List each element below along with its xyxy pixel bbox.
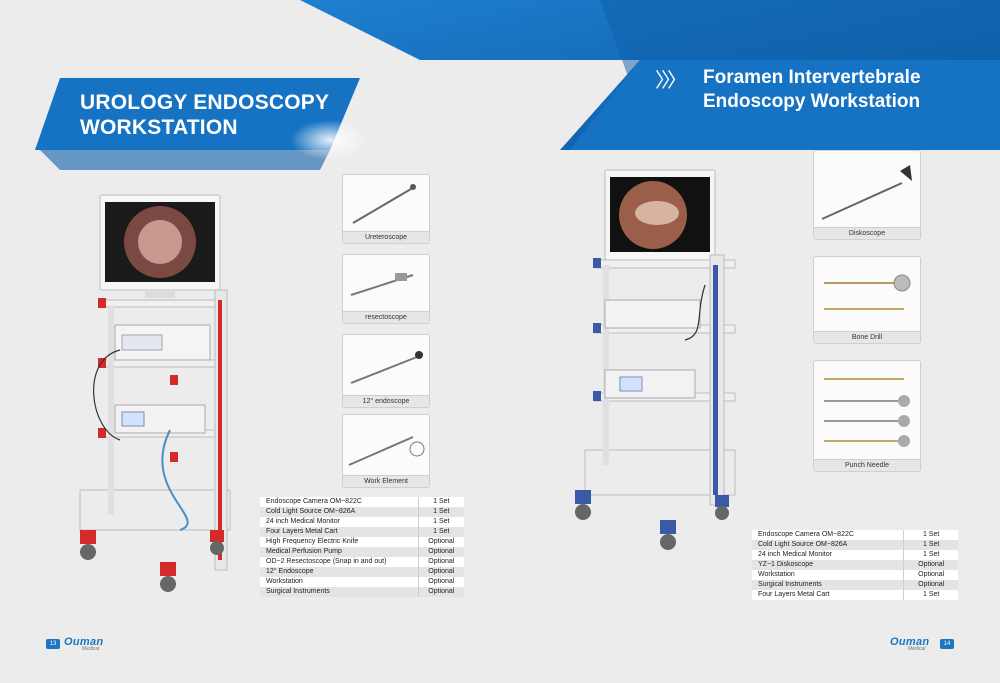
spec-item: Cold Light Source OM−826A [752,540,904,550]
spec-item: 24 inch Medical Monitor [260,517,419,527]
urology-cart-image [79,194,231,592]
thumb-work-element: Work Element [342,414,430,488]
thumb-label: Work Element [343,475,429,487]
thumb-12-endoscope: 12° endoscope [342,334,430,408]
left-title-line1: UROLOGY ENDOSCOPY [80,91,330,114]
spec-qty: 1 Set [903,540,958,550]
spec-qty: Optional [903,570,958,580]
spec-qty: Optional [417,567,464,577]
brand-name: Ouman [64,636,104,648]
right-title-line2: Endoscopy Workstation [703,91,921,112]
thumb-label: resectoscope [343,311,429,323]
spec-item: Cold Light Source OM−826A [260,507,419,517]
spec-item: High Frequency Electric Knife [260,537,419,547]
thumb-label: Ureteroscope [343,231,429,243]
thumb-label: 12° endoscope [343,395,429,407]
spec-qty: Optional [417,557,464,567]
spec-item: Medical Perfusion Pump [260,547,419,557]
spec-item: Surgical Instruments [260,587,419,597]
spec-qty: 1 Set [417,497,464,507]
right-brand-logo: Ouman Medical [890,636,929,652]
spec-row: OD−2 Resectoscope (Snap in and out)Optio… [260,557,464,567]
thumb-diskoscope: Diskoscope [813,150,921,240]
spec-qty: Optional [417,547,464,557]
left-page-number: 13 [46,639,60,649]
thumb-punch-needle: Punch Needle [813,360,921,472]
brand-sub: Medical [82,646,100,652]
spec-qty: 1 Set [903,590,958,600]
spec-item: Four Layers Metal Cart [752,590,904,600]
chevron-icon: 〉〉〉 [655,70,687,92]
thumb-ureteroscope: Ureteroscope [342,174,430,244]
left-brand-logo: Ouman Medical [64,636,103,652]
brand-name: Ouman [890,636,930,648]
spec-qty: Optional [903,580,958,590]
thumb-bone-drill: Bone Drill [813,256,921,344]
spec-item: 24 inch Medical Monitor [752,550,904,560]
spine-cart-image [575,169,736,550]
spec-qty: Optional [417,577,464,587]
spec-item: Endoscope Camera OM−822C [752,530,904,540]
right-title-line1: Foramen Intervertebrale [703,67,921,88]
spec-item: Endoscope Camera OM−822C [260,497,419,507]
right-page-number: 14 [940,639,954,649]
spec-item: Four Layers Metal Cart [260,527,419,537]
thumb-resectoscope: resectoscope [342,254,430,324]
spec-qty: 1 Set [417,517,464,527]
spec-qty: 1 Set [417,527,464,537]
spec-item: Workstation [752,570,904,580]
left-title-line2: WORKSTATION [80,116,238,139]
spec-qty: Optional [417,587,464,597]
thumb-label: Punch Needle [814,459,920,471]
spec-item: Workstation [260,577,419,587]
brand-sub: Medical [908,646,926,652]
thumb-label: Diskoscope [814,227,920,239]
spec-qty: Optional [903,560,958,570]
left-page-title: UROLOGY ENDOSCOPY WORKSTATION [80,90,329,140]
spec-item: 12° Endoscope [260,567,419,577]
spec-item: YZ−1 Diskoscope [752,560,904,570]
spec-qty: 1 Set [903,550,958,560]
spec-qty: 1 Set [903,530,958,540]
spec-qty: Optional [417,537,464,547]
spec-qty: 1 Set [417,507,464,517]
spec-item: Surgical Instruments [752,580,904,590]
right-page-title: Foramen Intervertebrale Endoscopy Workst… [703,66,921,114]
spec-item: OD−2 Resectoscope (Snap in and out) [260,557,419,567]
thumb-label: Bone Drill [814,331,920,343]
